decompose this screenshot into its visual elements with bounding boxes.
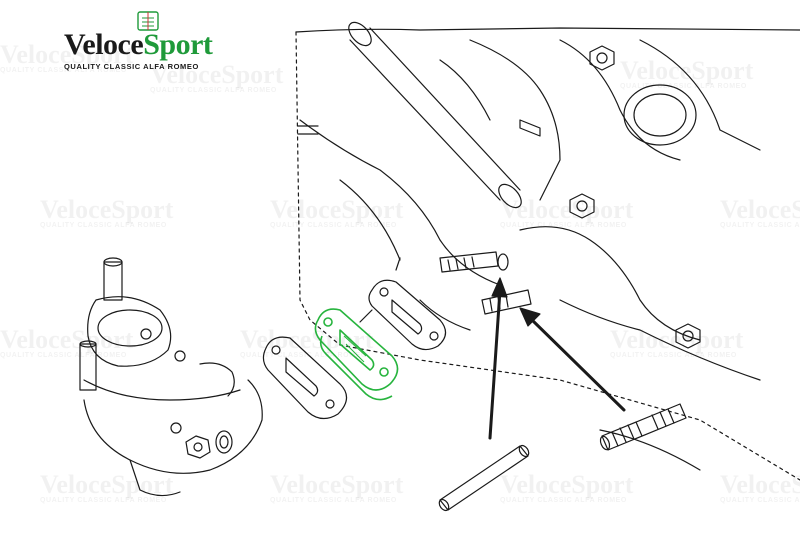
block-nut-3	[675, 323, 701, 349]
gasket-inner	[262, 336, 348, 420]
arrow-dowel	[488, 288, 502, 440]
fuel-pump	[79, 257, 263, 497]
logo-brand-part1: Veloce	[64, 28, 144, 61]
leader-line	[395, 257, 401, 271]
velocesport-logo: VeloceSport QUALITY CLASSIC ALFA ROMEO	[58, 11, 238, 76]
leader-line	[359, 309, 373, 323]
block-nut-2	[569, 193, 595, 219]
dowel-hole	[497, 253, 509, 271]
block-stud-top	[519, 119, 541, 137]
gasket-outer	[368, 279, 447, 351]
crest-icon	[137, 11, 159, 31]
block-nut-1	[589, 45, 615, 71]
dowel-pin	[438, 444, 530, 512]
pushrod-tube	[348, 21, 522, 209]
block-stud-left	[297, 125, 319, 135]
engine-block	[295, 27, 800, 481]
arrow-stud	[528, 316, 626, 412]
arrow-stud-head	[519, 307, 541, 327]
logo-brand-part2: Sport	[143, 28, 213, 61]
highlighted-spacer-plate	[314, 308, 399, 401]
arrow-dowel-head	[491, 277, 508, 298]
block-stud-upper	[439, 251, 499, 273]
logo-tagline: QUALITY CLASSIC ALFA ROMEO	[64, 62, 199, 71]
loose-stud	[599, 403, 687, 451]
